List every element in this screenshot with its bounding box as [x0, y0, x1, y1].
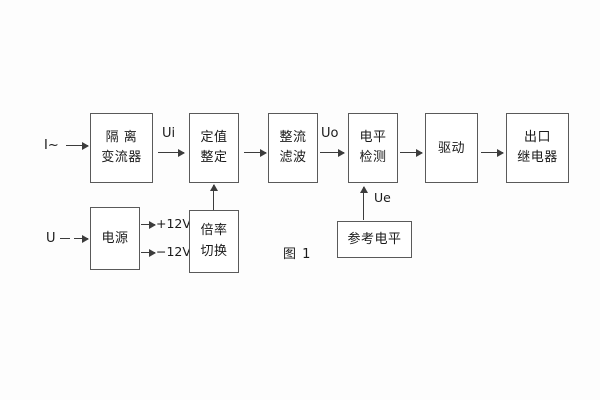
arrow-isolation-to-setting [158, 148, 185, 157]
arrow-ratio-to-setting [209, 184, 218, 210]
block-isolation-transformer-line1: 隔 离 [105, 129, 138, 145]
ui-signal-label: Ui [162, 126, 176, 141]
ue-signal-label: Ue [374, 190, 391, 205]
arrow-drive-to-relay [481, 148, 504, 157]
block-drive[interactable]: 驱动 [425, 113, 478, 183]
rail-positive-label: +12V [156, 216, 191, 231]
arrow-voltage-to-power [74, 234, 89, 243]
block-power-supply-line1: 电源 [101, 231, 129, 246]
block-reference-level[interactable]: 参考电平 [337, 221, 412, 258]
figure-caption: 图 1 [283, 247, 312, 262]
arrow-setting-to-rectify [244, 148, 267, 157]
block-isolation-transformer-line2: 变流器 [101, 150, 142, 165]
block-level-detect-line1: 电平 [359, 129, 387, 145]
arrow-level-to-drive [400, 148, 423, 157]
rail-negative-label: −12V [156, 244, 191, 259]
arrow-reference-to-level [359, 186, 368, 220]
block-setting-adjust-line2: 整定 [200, 150, 228, 165]
block-setting-adjust[interactable]: 定值 整定 [189, 113, 239, 183]
block-rectify-filter[interactable]: 整流 滤波 [268, 113, 318, 183]
lead-voltage-input [60, 238, 70, 239]
block-level-detect-line2: 检测 [359, 150, 387, 165]
block-drive-line1: 驱动 [437, 140, 465, 156]
block-isolation-transformer[interactable]: 隔 离 变流器 [90, 113, 153, 183]
arrow-rectify-to-level [320, 148, 345, 157]
current-input-label: I~ [44, 138, 59, 153]
arrow-rail-negative [141, 248, 156, 257]
block-setting-adjust-line1: 定值 [200, 129, 228, 145]
voltage-input-label: U [46, 231, 56, 246]
uo-signal-label: Uo [321, 126, 339, 141]
block-output-relay-line1: 出口 [523, 129, 551, 145]
block-power-supply[interactable]: 电源 [90, 207, 140, 270]
block-rectify-filter-line1: 整流 [279, 129, 307, 145]
block-ratio-switch-line1: 倍率 [200, 223, 228, 239]
block-rectify-filter-line2: 滤波 [279, 150, 307, 165]
block-ratio-switch[interactable]: 倍率 切换 [189, 210, 239, 273]
block-level-detect[interactable]: 电平 检测 [348, 113, 398, 183]
arrow-current-to-isolation [66, 141, 89, 150]
block-output-relay-line2: 继电器 [517, 150, 558, 165]
block-reference-level-line1: 参考电平 [347, 232, 402, 247]
arrow-rail-positive [141, 220, 156, 229]
block-output-relay[interactable]: 出口 继电器 [506, 113, 569, 183]
block-ratio-switch-line2: 切换 [200, 243, 228, 259]
